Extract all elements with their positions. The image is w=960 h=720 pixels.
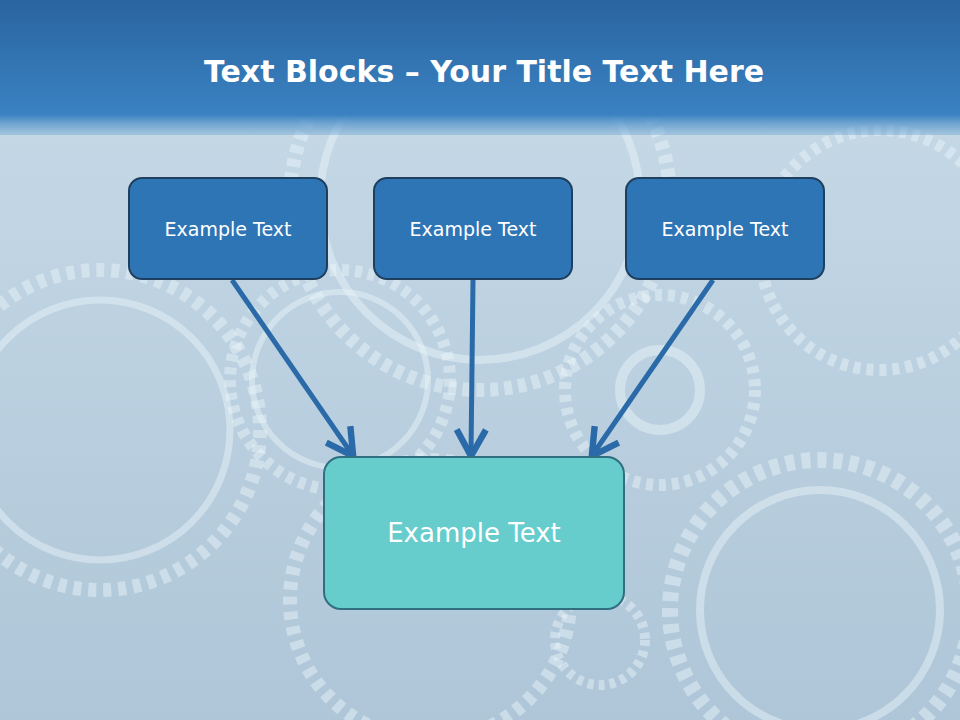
box-text: Example Text bbox=[161, 214, 296, 244]
text-box: Example Text bbox=[625, 177, 825, 280]
result-box: Example Text bbox=[323, 456, 625, 610]
flow-arrow bbox=[471, 280, 473, 456]
box-text: Example Text bbox=[383, 514, 565, 552]
box-text: Example Text bbox=[406, 214, 541, 244]
slide-title: Text Blocks – Your Title Text Here bbox=[204, 54, 764, 89]
flow-arrow bbox=[592, 280, 713, 456]
box-text: Example Text bbox=[658, 214, 793, 244]
title-bar bbox=[0, 0, 960, 135]
text-box: Example Text bbox=[128, 177, 328, 280]
text-box: Example Text bbox=[373, 177, 573, 280]
flow-arrow bbox=[232, 280, 353, 456]
